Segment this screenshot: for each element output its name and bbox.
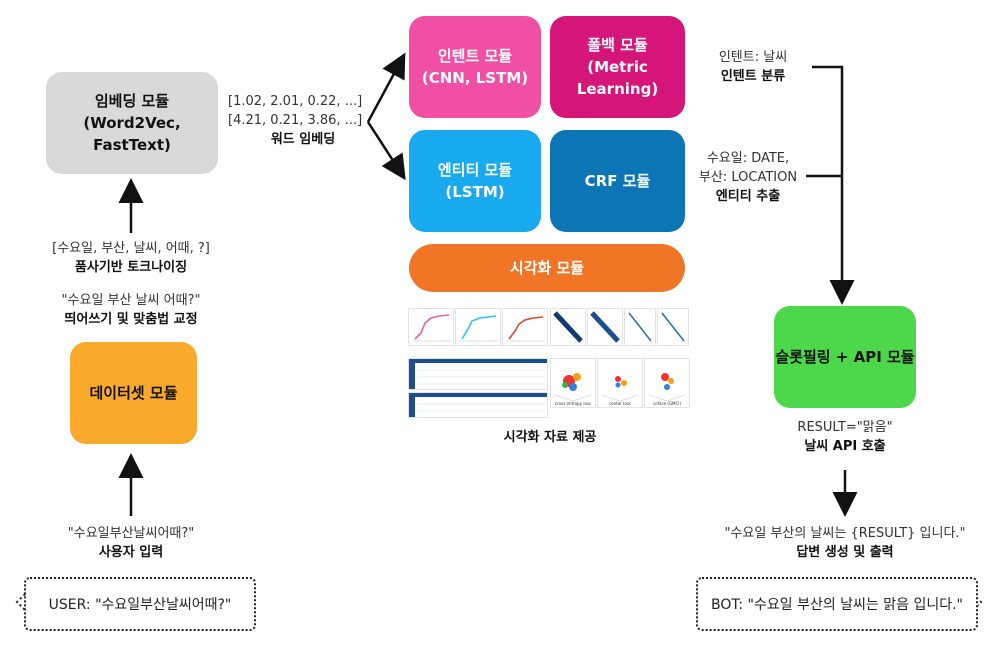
entity-result-location: 부산: LOCATION	[698, 170, 798, 185]
answer-label: "수요일 부산의 날씨는 {RESULT} 입니다." 답변 생성 및 출력	[690, 524, 1000, 562]
confusion-matrix-thumbnail	[624, 308, 656, 346]
intent-module-subtitle: (CNN, LSTM)	[421, 69, 529, 87]
entity-module-title: 엔티티 모듈	[437, 161, 513, 179]
entity-result-date: 수요일: DATE,	[706, 151, 790, 166]
tiny-caption: cross entropy loss	[555, 401, 591, 406]
answer-caption: 답변 생성 및 출력	[796, 545, 894, 560]
spacing-label: "수요일 부산 날씨 어때?" 띄어쓰기 및 맞춤법 교정	[36, 291, 226, 329]
intent-result-caption: 인텐트 분류	[720, 69, 786, 84]
crf-module: CRF 모듈	[550, 130, 685, 232]
visualization-module: 시각화 모듈	[409, 244, 685, 292]
visualization-caption: 시각화 자료 제공	[470, 428, 630, 447]
dataset-module-title: 데이터셋 모듈	[89, 384, 178, 402]
embedding-module-title: 임베딩 모듈	[94, 92, 170, 110]
visualization-module-title: 시각화 모듈	[509, 259, 585, 277]
scatter-plot-thumbnail: cross entropy loss	[550, 358, 596, 408]
embedding-vector-2: [4.21, 0.21, 3.86, ...]	[228, 113, 363, 128]
scatter-plot-thumbnail: coface (GMCI)	[644, 358, 690, 408]
user-input-caption: 사용자 입력	[98, 545, 164, 560]
intent-module: 인텐트 모듈 (CNN, LSTM)	[409, 16, 541, 118]
fallback-module-subtitle: (Metric Learning)	[576, 58, 659, 98]
intent-result-value: 인텐트: 날씨	[718, 50, 788, 65]
report-table-thumbnail	[408, 358, 548, 390]
crf-module-title: CRF 모듈	[584, 172, 651, 190]
confusion-matrix-thumbnail	[657, 308, 689, 346]
metric-chart-thumbnail	[502, 308, 548, 346]
fallback-module-title: 폴백 모듈	[587, 36, 648, 54]
dataset-module: 데이터셋 모듈	[70, 342, 197, 444]
bot-speech-bubble: BOT: "수요일 부산의 날씨는 맑음 입니다."	[696, 577, 978, 631]
confusion-matrix-thumbnail	[587, 308, 623, 346]
visualization-caption-text: 시각화 자료 제공	[503, 430, 597, 445]
entity-module-subtitle: (LSTM)	[445, 183, 505, 201]
tiny-caption: center loss	[609, 401, 631, 406]
api-call-label: RESULT="맑음" 날씨 API 호출	[770, 418, 920, 456]
line-intent-to-slot	[812, 65, 855, 305]
loss-chart-thumbnail	[408, 308, 454, 346]
tokenize-label: [수요일, 부산, 날씨, 어때, ?] 품사기반 토크나이징	[36, 239, 226, 277]
spaced-sentence: "수요일 부산 날씨 어때?"	[61, 293, 201, 308]
api-call-caption: 날씨 API 호출	[804, 439, 886, 454]
tiny-caption: coface (GMCI)	[653, 401, 682, 406]
word-embedding-label: [1.02, 2.01, 0.22, ...] [4.21, 0.21, 3.8…	[228, 92, 378, 149]
fallback-module: 폴백 모듈 (Metric Learning)	[550, 16, 685, 118]
embedding-module-subtitle: (Word2Vec, FastText)	[83, 114, 181, 154]
bot-message: BOT: "수요일 부산의 날씨는 맑음 입니다."	[710, 597, 963, 613]
intent-result-label: 인텐트: 날씨 인텐트 분류	[698, 48, 808, 86]
api-result-value: RESULT="맑음"	[797, 420, 893, 435]
answer-template: "수요일 부산의 날씨는 {RESULT} 입니다."	[724, 526, 966, 541]
report-table-thumbnail	[408, 392, 548, 418]
tokenize-caption: 품사기반 토크나이징	[74, 260, 188, 275]
entity-result-caption: 엔티티 추출	[715, 189, 781, 204]
spacing-caption: 띄어쓰기 및 맞춤법 교정	[64, 312, 198, 327]
accuracy-chart-thumbnail	[455, 308, 501, 346]
entity-result-label: 수요일: DATE, 부산: LOCATION 엔티티 추출	[690, 149, 806, 206]
embedding-vector-1: [1.02, 2.01, 0.22, ...]	[228, 94, 363, 109]
user-message: USER: "수요일부산날씨어때?"	[48, 597, 232, 613]
intent-module-title: 인텐트 모듈	[437, 47, 513, 65]
slot-filling-module: 슬롯필링 + API 모듈	[774, 306, 916, 408]
raw-user-sentence: "수요일부산날씨어때?"	[67, 526, 195, 541]
entity-module: 엔티티 모듈 (LSTM)	[409, 130, 541, 232]
arrow-embedding-to-entity	[366, 121, 406, 181]
word-embedding-caption: 워드 임베딩	[270, 132, 336, 147]
user-input-label: "수요일부산날씨어때?" 사용자 입력	[36, 524, 226, 562]
user-speech-bubble: USER: "수요일부산날씨어때?"	[24, 577, 256, 631]
confusion-matrix-thumbnail	[550, 308, 586, 346]
token-list: [수요일, 부산, 날씨, 어때, ?]	[52, 241, 210, 256]
scatter-plot-thumbnail: center loss	[597, 358, 643, 408]
embedding-module: 임베딩 모듈 (Word2Vec, FastText)	[46, 72, 218, 174]
arrow-embedding-to-intent	[366, 52, 406, 123]
slot-filling-module-title: 슬롯필링 + API 모듈	[775, 348, 915, 366]
